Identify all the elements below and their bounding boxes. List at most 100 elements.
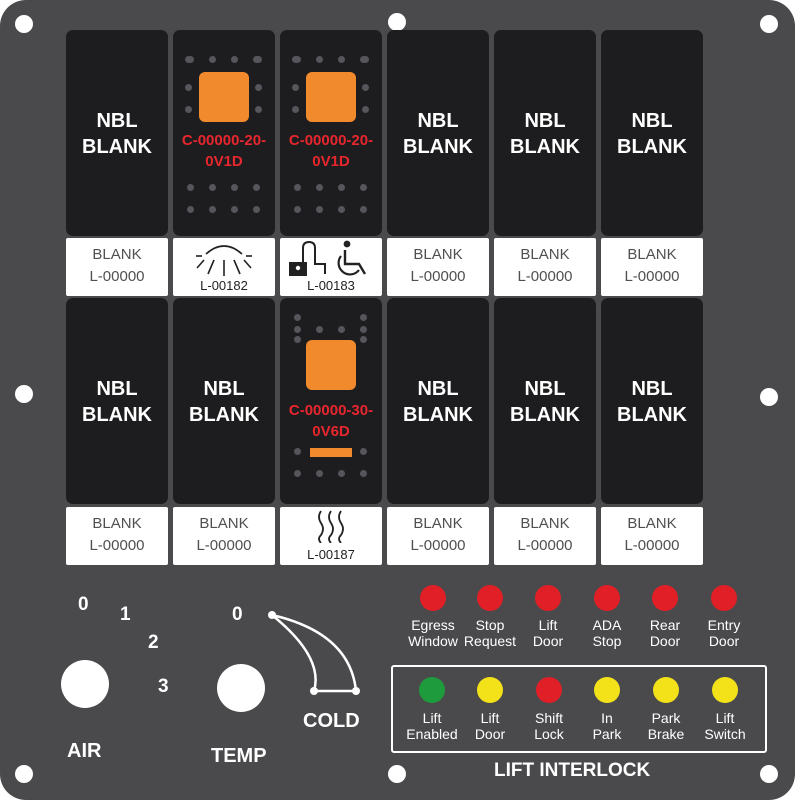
indicator-dot [294, 184, 301, 191]
lift-interlock-title: LIFT INTERLOCK [494, 760, 651, 781]
indicator-dot [360, 336, 367, 343]
door-status-label-line1: Stop [475, 617, 505, 633]
rocker-switch[interactable]: NBL BLANK [387, 30, 489, 236]
interlock-led [419, 677, 445, 703]
rocker-switch[interactable]: C-00000-20-0V1D [173, 30, 275, 236]
switch-blank-line2: BLANK [82, 136, 152, 158]
indicator-dot [294, 206, 301, 213]
legend-text-line2: L-00000 [89, 537, 145, 554]
air-knob[interactable] [61, 660, 109, 708]
temp-knob[interactable] [217, 664, 265, 712]
part-number-line1: C-00000-20- [288, 132, 374, 149]
door-status-label-line1: Entry [707, 617, 741, 633]
switch-blank-line2: BLANK [403, 404, 473, 426]
legend-text-line1: BLANK [413, 515, 463, 532]
indicator-dot [294, 326, 301, 333]
switch-blank-line1: NBL [96, 110, 138, 132]
switch-blank-line1: NBL [417, 110, 459, 132]
lock-wheelchair-icon [289, 240, 367, 276]
interlock-led [477, 677, 503, 703]
switch-blank-line2: BLANK [510, 136, 580, 158]
mount-hole [15, 765, 33, 783]
indicator-dot [316, 326, 323, 333]
air-position-1: 1 [120, 604, 131, 625]
air-position-0: 0 [78, 594, 89, 615]
indicator-dot [360, 326, 367, 333]
indicator-dot [316, 184, 323, 191]
indicator-dot [362, 84, 369, 91]
mount-hole [388, 13, 406, 31]
indicator-dot [292, 106, 299, 113]
rocker-switch[interactable]: C-00000-20-0V1D [280, 30, 382, 236]
part-number-text: C-00000-20-0V1D [173, 130, 275, 172]
door-status-label-line2: Door [532, 633, 564, 649]
interlock-label-line1: Park [651, 710, 681, 726]
indicator-dot [294, 336, 301, 343]
door-status-led [711, 585, 737, 611]
interlock-label-line1: Lift [422, 710, 442, 726]
switch-blank-text: NBL BLANK [66, 108, 168, 160]
indicator-dot [209, 56, 216, 63]
indicator-dot [185, 84, 192, 91]
indicator-dot [185, 106, 192, 113]
switch-blank-line2: BLANK [617, 404, 687, 426]
indicator-dot [294, 470, 301, 477]
mount-hole [15, 15, 33, 33]
rocker-switch[interactable]: NBL BLANK [66, 30, 168, 236]
indicator-dot [253, 184, 260, 191]
indicator-dot [187, 184, 194, 191]
legend-text-line2: L-00000 [624, 268, 680, 285]
indicator-dot [360, 184, 367, 191]
indicator-dot [360, 448, 367, 455]
door-status-label-line2: Request [463, 633, 517, 649]
indicator-dot [360, 314, 367, 321]
legend-text-line2: L-00000 [410, 268, 466, 285]
indicator-dot [316, 206, 323, 213]
legend-code: L-00182 [200, 278, 248, 293]
switch-blank-line1: NBL [631, 110, 673, 132]
interlock-led [594, 677, 620, 703]
indicator-dot [316, 56, 323, 63]
mount-hole [760, 765, 778, 783]
indicator-dot [338, 470, 345, 477]
mount-hole [760, 15, 778, 33]
door-status-label-line1: ADA [592, 617, 622, 633]
indicator-dot [294, 314, 301, 321]
legend-code: L-00187 [307, 547, 355, 562]
part-number-line1: C-00000-30- [288, 402, 374, 419]
lift-interlock-frame [391, 665, 767, 753]
indicator-lens [199, 72, 249, 122]
legend-text-line1: BLANK [92, 515, 142, 532]
switch-blank-line2: BLANK [403, 136, 473, 158]
indicator-dot [255, 84, 262, 91]
legend-text-line2: L-00000 [89, 268, 145, 285]
part-number-line1: C-00000-20- [181, 132, 267, 149]
rocker-switch[interactable]: C-00000-30-0V6D [280, 298, 382, 504]
door-status-led [477, 585, 503, 611]
indicator-dot [231, 206, 238, 213]
temp-zero-label: 0 [232, 604, 243, 625]
